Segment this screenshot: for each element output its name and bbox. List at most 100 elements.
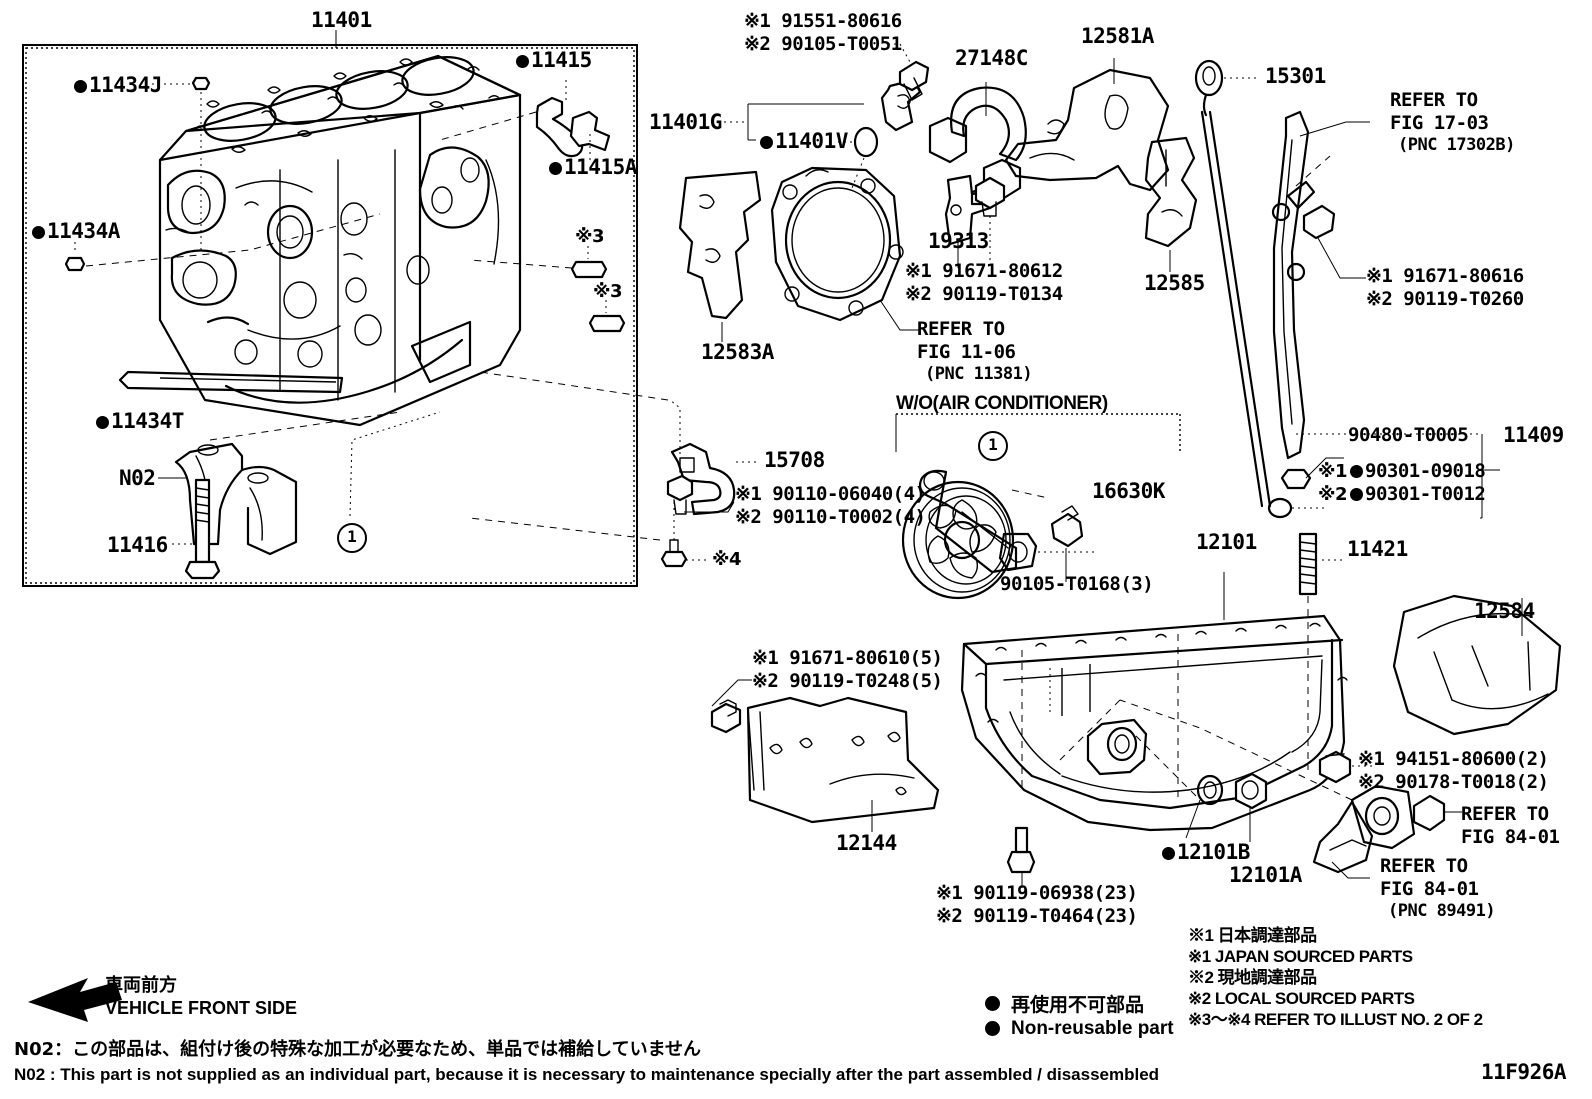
callout-12581A: 12581A	[1081, 24, 1154, 48]
callout-12101: 12101	[1196, 530, 1257, 554]
part-11421-stud	[1298, 532, 1344, 770]
callout-11415: 11415	[516, 48, 592, 72]
callout-11401: 11401	[311, 8, 372, 32]
legend-note-3: ※2 LOCAL SOURCED PARTS	[1188, 989, 1415, 1008]
refer-fig17-03-pnc: (PNC 17302B)	[1398, 135, 1515, 155]
part-91671-80610-bolt	[710, 679, 752, 734]
part-crank-position-sensor	[880, 78, 922, 132]
refer-fig84-01b-line2: FIG 84-01	[1380, 878, 1479, 900]
part-90105-T0168-bolt	[1050, 505, 1084, 582]
callout-19313: 19313	[928, 229, 989, 253]
vehicle-front-en: VEHICLE FRONT SIDE	[105, 998, 298, 1018]
non-reusable-dot	[1162, 847, 1175, 860]
callout-N02: N02	[119, 466, 156, 490]
vehicle-front-side-labels: 車両前方 VEHICLE FRONT SIDE	[105, 975, 297, 1019]
callout-11421: 11421	[1347, 537, 1408, 561]
callout-12583A: 12583A	[701, 340, 774, 364]
legend-note-4: ※3〜※4 REFER TO ILLUST NO. 2 OF 2	[1188, 1010, 1483, 1029]
part-12101B-washer	[1185, 774, 1224, 839]
refer-fig17-03-line2: FIG 17-03	[1390, 112, 1489, 134]
callout-90178-T0018: ※2 90178-T0018(2)	[1358, 771, 1549, 793]
non-reusable-dot	[985, 1021, 1000, 1036]
callout-15301: 15301	[1265, 64, 1326, 88]
callout-12585: 12585	[1144, 271, 1205, 295]
part-12101A-drain-plug	[1234, 772, 1268, 842]
refer-fig84-01a-line1: REFER TO	[1461, 803, 1549, 825]
callout-91671-80616: ※1 91671-80616	[1366, 265, 1524, 287]
part-90119-06938-bolt	[1006, 826, 1036, 888]
refer-fig11-06-pnc: (PNC 11381)	[925, 364, 1033, 384]
callout-90110-06040: ※1 90110-06040(4)	[735, 483, 926, 505]
part-12585	[1144, 136, 1198, 272]
callout-12101B: 12101B	[1162, 840, 1250, 864]
main-group-box	[22, 44, 638, 587]
callout-90119-T0248: ※2 90119-T0248(5)	[752, 670, 943, 692]
legend-non-reusable-en-row: Non-reusable part	[985, 1016, 1174, 1041]
callout-11434A: 11434A	[32, 219, 120, 243]
callout-90105-T0168: 90105-T0168(3)	[1000, 573, 1154, 595]
non-reusable-dot	[516, 55, 529, 68]
callout-90110-T0002: ※2 90110-T0002(4)	[735, 506, 926, 528]
wo-air-conditioner-label: W/O(AIR CONDITIONER)	[896, 393, 1108, 414]
circle-number-1-ac: 1	[978, 431, 1008, 461]
callout-11415A: 11415A	[549, 155, 637, 179]
part-12581A	[1004, 58, 1170, 192]
circle-number-1-block: 1	[337, 523, 367, 553]
callout-11434J: 11434J	[74, 73, 162, 97]
vehicle-front-jp: 車両前方	[105, 975, 177, 996]
callout-11401G: 11401G	[649, 110, 722, 134]
non-reusable-dot	[1350, 465, 1364, 478]
callout-11401V: 11401V	[760, 129, 848, 153]
refer-fig84-01b-pnc: (PNC 89491)	[1388, 901, 1496, 921]
part-19313	[944, 174, 998, 268]
callout-kome4: ※4	[712, 549, 742, 570]
legend-note-0: ※1 日本調達部品	[1188, 926, 1317, 945]
callout-90105-T0051: ※2 90105-T0051	[744, 33, 902, 55]
kome1-mark: ※1	[1318, 461, 1348, 482]
non-reusable-dot	[32, 226, 45, 239]
non-reusable-dot	[1350, 488, 1364, 501]
callout-12101A: 12101A	[1229, 863, 1302, 887]
legend-note-2: ※2 現地調達部品	[1188, 968, 1317, 987]
rear-oil-seal-retainer	[770, 166, 920, 331]
part-11409-guide-tube	[1267, 110, 1500, 519]
callout-90119-T0134: ※2 90119-T0134	[905, 283, 1063, 305]
part-15301-dipstick	[1194, 59, 1272, 508]
non-reusable-dot	[74, 80, 87, 93]
callout-90301-09018-text: 90301-09018	[1365, 460, 1486, 482]
callout-16630K: 16630K	[1092, 479, 1165, 503]
legend-non-reusable: 再使用不可部品 Non-reusable part	[985, 991, 1174, 1041]
callout-90480-T0005: 90480-T0005	[1348, 424, 1469, 446]
callout-11409: 11409	[1503, 423, 1564, 447]
refer-fig84-01a-line2: FIG 84-01	[1461, 826, 1560, 848]
callout-12144: 12144	[836, 831, 897, 855]
legend-note-1: ※1 JAPAN SOURCED PARTS	[1188, 947, 1413, 966]
kome2-mark: ※2	[1318, 484, 1348, 505]
part-27148C	[928, 82, 1027, 200]
refer-fig11-06-line2: FIG 11-06	[917, 341, 1016, 363]
callout-90301-09018: ※1※1 90301-0901890301-09018	[1318, 460, 1486, 482]
callout-15708: 15708	[764, 448, 825, 472]
refer-fig84-01b-line1: REFER TO	[1380, 855, 1468, 877]
callout-11416: 11416	[107, 533, 168, 557]
refer-fig11-06-line1: REFER TO	[917, 318, 1005, 340]
part-12101-oil-pan	[960, 572, 1348, 832]
legend-non-reusable-jp-row: 再使用不可部品	[985, 991, 1174, 1016]
note-n02-en: N02 : This part is not supplied as an in…	[14, 1065, 1160, 1084]
note-n02-jp: N02：この部品は、組付け後の特殊な加工が必要なため、単品では補給していません	[14, 1039, 702, 1060]
part-12144-baffle	[746, 696, 940, 832]
callout-91671-80612: ※1 91671-80612	[905, 260, 1063, 282]
figure-code: 11F926A	[1481, 1060, 1567, 1084]
callout-12584: 12584	[1474, 599, 1535, 623]
callout-11434T: 11434T	[96, 409, 184, 433]
callout-91551-80616: ※1 91551-80616	[744, 10, 902, 32]
part-12583A	[678, 170, 762, 342]
callout-27148C: 27148C	[955, 46, 1028, 70]
legend-non-reusable-jp: 再使用不可部品	[1011, 994, 1145, 1016]
non-reusable-dot	[985, 996, 1000, 1011]
legend-sourced-parts: ※1 日本調達部品 ※1 JAPAN SOURCED PARTS ※2 現地調達…	[1188, 925, 1483, 1030]
callout-kome3-a: ※3	[575, 226, 605, 247]
non-reusable-dot	[760, 136, 773, 149]
callout-kome3-b: ※3	[593, 281, 623, 302]
